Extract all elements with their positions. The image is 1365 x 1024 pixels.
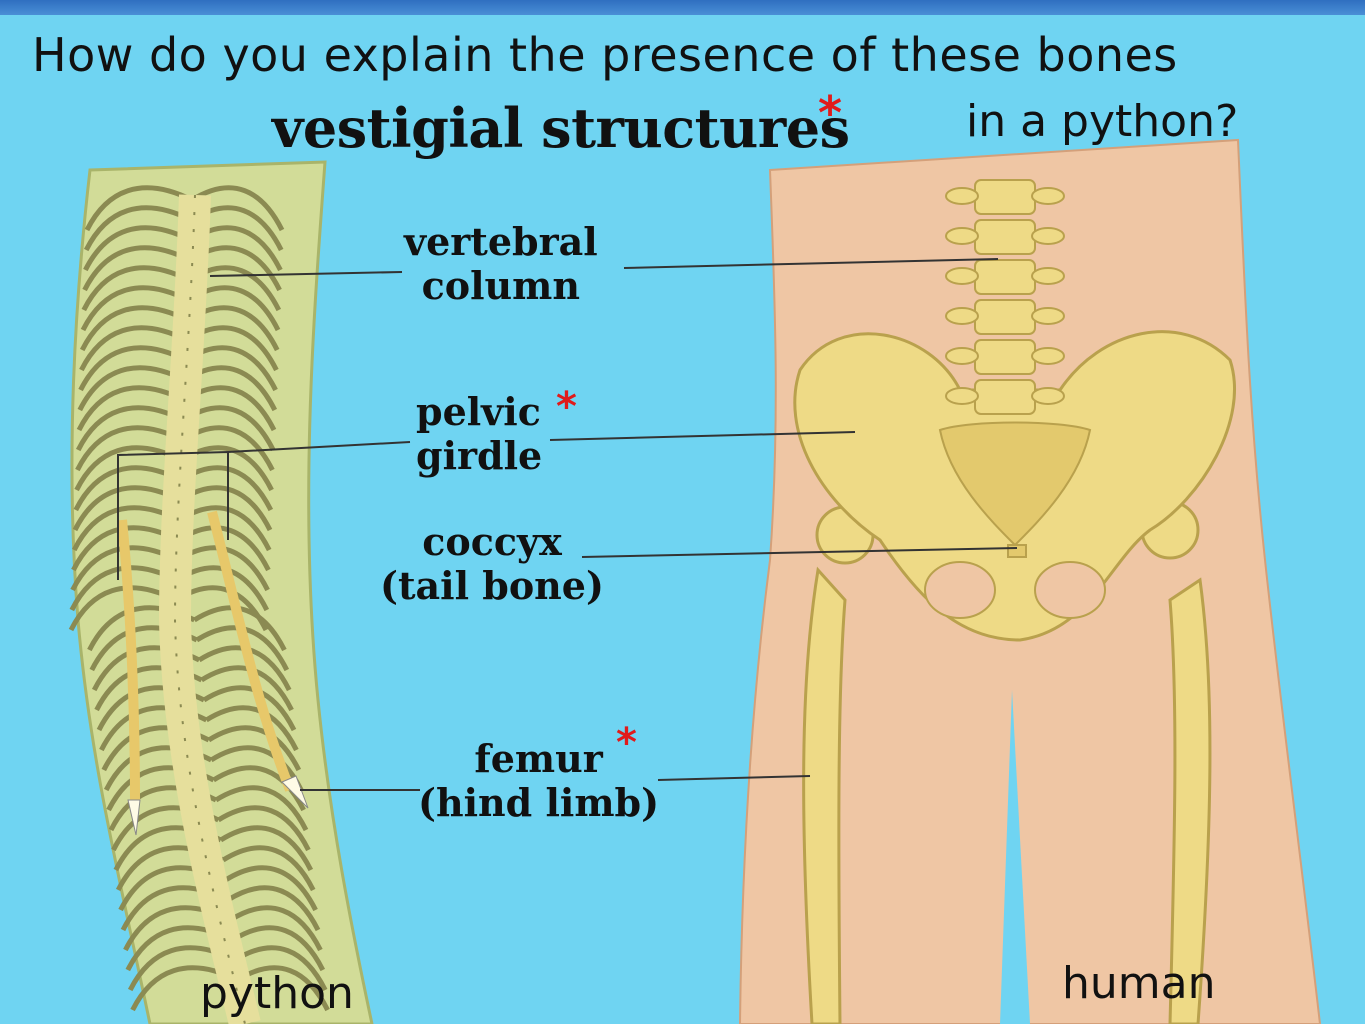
- vertebra-process: [1031, 307, 1065, 325]
- python-pelvic-box: [117, 450, 229, 580]
- coccyx-bone: [1007, 544, 1027, 558]
- obturator-right: [1034, 561, 1106, 619]
- label-femur-line2: (hind limb): [418, 779, 660, 825]
- python-rib: [80, 285, 190, 332]
- caption-python: python: [200, 968, 354, 1019]
- label-vertebral-line1: vertebral: [404, 219, 598, 264]
- leader-vertebral-human: [623, 258, 999, 269]
- question-line-2: in a python?: [966, 96, 1239, 147]
- vertebra-process: [945, 267, 979, 285]
- python-rib: [82, 245, 191, 292]
- vertebra: [974, 259, 1036, 295]
- question-line-1: How do you explain the presence of these…: [32, 28, 1178, 82]
- obturator-left: [924, 561, 996, 619]
- human-leg-gap: [1000, 690, 1030, 1024]
- human-femur-right: [1168, 577, 1212, 1024]
- vertebra-process: [945, 307, 979, 325]
- python-rib: [224, 865, 318, 912]
- python-rib: [214, 785, 309, 832]
- vertebra-process: [1031, 387, 1065, 405]
- vertebra-process: [945, 387, 979, 405]
- python-rib: [219, 825, 314, 872]
- python-rib: [233, 945, 328, 992]
- label-vertebral-line2: column: [421, 262, 581, 308]
- leader-pelvic-python: [227, 441, 411, 453]
- vertebra-process: [945, 227, 979, 245]
- python-rib: [231, 925, 326, 972]
- label-vertebral-column: vertebral column: [404, 220, 598, 307]
- python-rib: [217, 805, 311, 852]
- python-rib: [83, 205, 193, 252]
- leader-coccyx-human: [581, 547, 1018, 558]
- python-rib: [77, 365, 186, 412]
- python-rib: [226, 885, 321, 932]
- vertebra-process: [1031, 267, 1065, 285]
- python-rib: [212, 765, 306, 812]
- python-rib: [79, 325, 188, 372]
- vertebra: [974, 379, 1036, 415]
- python-femur-left: [117, 519, 140, 801]
- python-rib: [79, 305, 189, 352]
- leader-femur-human: [657, 775, 811, 781]
- vertebra: [974, 219, 1036, 255]
- python-rib: [78, 345, 187, 392]
- python-rib: [76, 385, 186, 432]
- label-femur-line1: femur: [474, 736, 603, 781]
- label-pelvic-girdle: pelvic girdle: [416, 390, 542, 477]
- python-rib: [229, 905, 323, 952]
- human-vertebral-column: [945, 179, 1065, 415]
- leader-pelvic-human: [549, 431, 856, 441]
- heading-asterisk: *: [818, 86, 843, 140]
- label-pelvic-line1: pelvic: [416, 389, 541, 434]
- vertebra-process: [1031, 227, 1065, 245]
- python-rib: [195, 625, 290, 672]
- python-rib: [236, 965, 330, 1012]
- vertebra-process: [1031, 347, 1065, 365]
- label-coccyx-line2: (tail bone): [380, 562, 604, 608]
- label-femur: femur (hind limb): [418, 737, 659, 824]
- vertebra: [974, 299, 1036, 335]
- human-femur-left: [802, 566, 847, 1024]
- python-femur-right: [207, 510, 295, 792]
- python-rib: [81, 265, 190, 312]
- python-rib: [193, 605, 287, 652]
- top-bar: [0, 0, 1365, 15]
- python-rib: [207, 725, 302, 772]
- python-claw-left: [127, 799, 141, 836]
- python-claw-right: [281, 775, 309, 809]
- label-coccyx: coccyx (tail bone): [380, 520, 604, 607]
- python-rib: [221, 845, 316, 892]
- femur-asterisk: *: [616, 720, 637, 766]
- vertebra: [974, 339, 1036, 375]
- caption-human: human: [1062, 958, 1216, 1009]
- heading-vestigial-structures: vestigial structures: [272, 96, 850, 160]
- sacrum: [938, 421, 1092, 547]
- python-rib: [84, 185, 194, 232]
- python-rib: [190, 185, 285, 232]
- label-pelvic-line2: girdle: [416, 432, 543, 478]
- python-rib: [83, 225, 192, 272]
- leader-vertebral-python: [209, 271, 403, 277]
- vertebra-process: [945, 187, 979, 205]
- pelvic-asterisk: *: [556, 384, 577, 430]
- vertebra-process: [945, 347, 979, 365]
- vertebra: [974, 179, 1036, 215]
- vertebra-process: [1031, 187, 1065, 205]
- label-coccyx-line1: coccyx: [422, 519, 562, 564]
- python-body: [70, 160, 374, 1024]
- python-rib: [75, 405, 185, 452]
